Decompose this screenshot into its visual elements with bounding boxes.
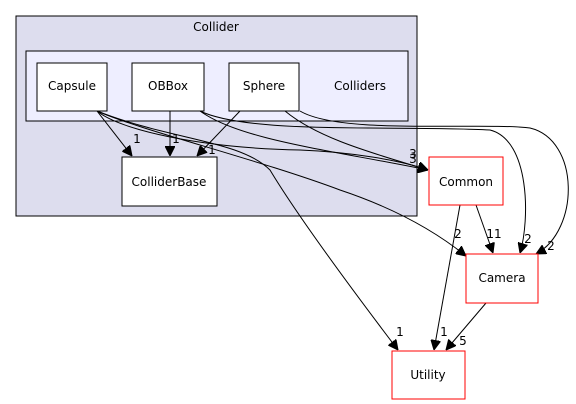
edge-camera-utility — [446, 302, 487, 350]
node-common-label: Common — [439, 175, 493, 189]
edge-obbox-camera — [199, 110, 526, 253]
node-camera-label: Camera — [478, 271, 525, 285]
node-obbox-label: OBBox — [148, 79, 188, 93]
edge-label-capsule-camera: 2 — [454, 227, 462, 241]
edge-label-colliders-common: 3 — [409, 147, 417, 161]
node-common[interactable]: Common — [428, 156, 504, 206]
edge-sphere-colliderbase — [197, 110, 241, 156]
edge-capsule-colliderbase — [96, 110, 132, 156]
node-colliderbase-label: ColliderBase — [132, 175, 207, 189]
edge-label-sphere-camera-b: 2 — [547, 239, 555, 253]
edges — [96, 110, 569, 350]
collider-cluster-label: Collider — [193, 20, 239, 34]
edge-capsule-common — [96, 110, 428, 170]
edge-sphere-camera — [299, 110, 569, 254]
node-utility-label: Utility — [410, 368, 445, 382]
edge-capsule-camera — [96, 110, 466, 256]
node-sphere-label: Sphere — [243, 79, 285, 93]
edge-label-sphere-colliderbase: 1 — [208, 143, 216, 157]
edge-label-capsule-colliderbase: 1 — [133, 132, 141, 146]
edge-common-camera — [475, 204, 493, 253]
edge-label-capsule-common: 3 — [409, 152, 417, 166]
node-capsule[interactable]: Capsule — [36, 62, 108, 112]
node-obbox[interactable]: OBBox — [131, 62, 205, 112]
node-sphere[interactable]: Sphere — [228, 62, 300, 112]
edge-sphere-common — [284, 110, 428, 170]
edge-common-utility — [434, 204, 461, 350]
node-utility[interactable]: Utility — [391, 350, 466, 400]
node-colliderbase[interactable]: ColliderBase — [121, 156, 218, 207]
edge-labels: 1 1 1 3 3 11 2 2 2 1 1 5 — [133, 132, 555, 348]
colliders-cluster-label: Colliders — [334, 79, 386, 93]
node-capsule-label: Capsule — [48, 79, 96, 93]
edge-label-common-utility: 1 — [440, 325, 448, 339]
edge-capsule-utility — [96, 110, 398, 350]
edge-label-obbox-colliderbase: 1 — [172, 132, 180, 146]
edge-obbox-common — [199, 110, 428, 170]
node-camera[interactable]: Camera — [465, 253, 539, 304]
edge-label-sphere-camera-a: 2 — [524, 232, 532, 246]
edge-label-common-camera: 11 — [486, 227, 501, 241]
edge-label-camera-utility: 5 — [459, 334, 467, 348]
edge-label-capsule-utility: 1 — [396, 325, 404, 339]
